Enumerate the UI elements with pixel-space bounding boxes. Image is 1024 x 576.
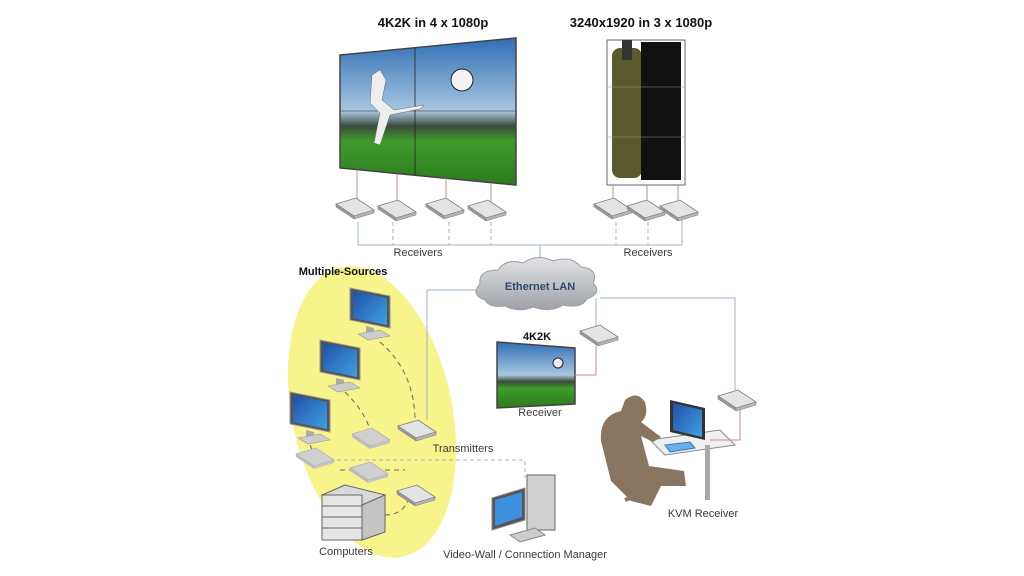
video-wall-4k2k [339,37,517,186]
kvm-station [600,395,737,506]
computers-label: Computers [319,546,373,558]
video-wall-3240x1920 [606,39,686,186]
ethernet-lan-label: Ethernet LAN [505,281,575,293]
multiple-sources-title: Multiple-Sources [299,266,388,278]
receivers-left-label: Receivers [394,247,443,259]
receiver-label: Receiver [518,407,562,419]
single-4k2k-display [496,341,576,409]
connection-manager-pc [491,474,556,543]
kvm-receiver-box [717,389,757,412]
single-display-title: 4K2K [523,331,551,343]
receivers-right-label: Receivers [624,247,673,259]
network-cables [330,218,736,478]
single-receiver-box [579,324,619,347]
single-display-cable [575,346,597,376]
manager-label: Video-Wall / Connection Manager [443,549,607,561]
wall-right-title: 3240x1920 in 3 x 1080p [570,15,712,30]
kvm-receiver-label: KVM Receiver [668,508,739,520]
video-cables [356,170,679,202]
ethernet-lan-cloud: Ethernet LAN [475,257,598,311]
transmitters-label: Transmitters [433,443,494,455]
wall-left-title: 4K2K in 4 x 1080p [378,15,489,30]
receiver-boxes [335,197,699,222]
kvm-cable [710,410,741,441]
sources-highlight [287,266,457,558]
computers-rack [320,484,387,541]
